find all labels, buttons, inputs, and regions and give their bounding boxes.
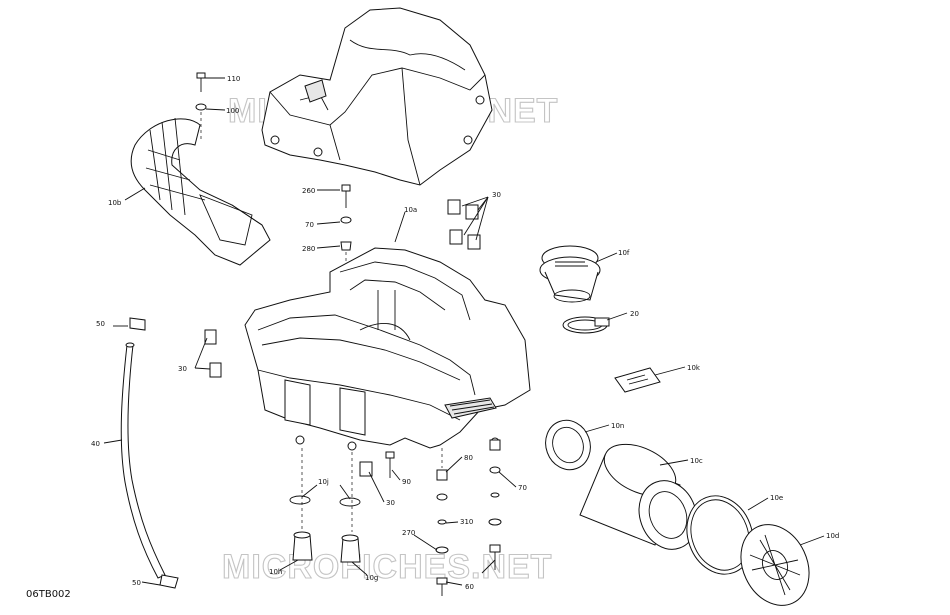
callout-70-mid: 70: [518, 484, 527, 492]
drain-valve-10h: [292, 448, 313, 561]
drain-valve-10g: [340, 452, 361, 563]
callout-10h: 10h: [269, 568, 282, 576]
screw-260: [340, 184, 352, 268]
air-filter-10c: [579, 443, 698, 550]
clips-30-top: [447, 199, 481, 250]
clamp-20: [562, 316, 610, 334]
clips-30-left: [204, 329, 222, 378]
callout-10d: 10d: [826, 532, 839, 540]
callout-10k: 10k: [687, 364, 701, 372]
leader-lines: [103, 77, 825, 586]
callout-110: 110: [227, 75, 240, 83]
filter-cover-10d: [740, 524, 810, 606]
bolt-90: [385, 451, 395, 478]
hardware-stack-left: [435, 448, 449, 596]
callout-30-top: 30: [492, 191, 501, 199]
diagram-reference-code: 06TB002: [26, 589, 71, 600]
callout-50-top: 50: [96, 320, 105, 328]
clamps-10j: [289, 495, 361, 507]
airbox-base: [244, 247, 531, 451]
callout-90: 90: [402, 478, 411, 486]
label-10k: [614, 367, 661, 393]
airbox-cover: [261, 7, 493, 186]
callout-270: 270: [402, 529, 415, 537]
callout-30-bottom: 30: [386, 499, 395, 507]
callout-10a: 10a: [404, 206, 417, 214]
callout-50-bottom: 50: [132, 579, 141, 587]
callout-260: 260: [302, 187, 315, 195]
callout-10b: 10b: [108, 199, 122, 207]
screw-110: [195, 72, 207, 140]
hardware-stack-right: [488, 439, 502, 570]
callout-100: 100: [226, 107, 239, 115]
intake-duct: [130, 117, 271, 266]
adapter-10f: [539, 245, 601, 303]
callout-10f: 10f: [618, 249, 630, 257]
callout-10c: 10c: [690, 457, 703, 465]
seal-10n: [545, 419, 591, 471]
drain-tube-40: [113, 317, 179, 589]
watermark-bottom: MICROFICHES.NET: [222, 548, 552, 586]
callout-10n: 10n: [611, 422, 624, 430]
callout-10e: 10e: [770, 494, 783, 502]
callout-280: 280: [302, 245, 315, 253]
callout-labels: 110 100 10b 260 10a 70 280 30 10f 20 50 …: [91, 75, 839, 591]
callout-40: 40: [91, 440, 100, 448]
callout-20: 20: [630, 310, 639, 318]
gasket-10e: [686, 495, 754, 575]
callout-10j: 10j: [318, 478, 329, 486]
callout-60: 60: [465, 583, 474, 591]
callout-80: 80: [464, 454, 473, 462]
callout-10g: 10g: [365, 574, 378, 582]
callout-70-top: 70: [305, 221, 314, 229]
callout-30-left: 30: [178, 365, 187, 373]
callout-310: 310: [460, 518, 473, 526]
